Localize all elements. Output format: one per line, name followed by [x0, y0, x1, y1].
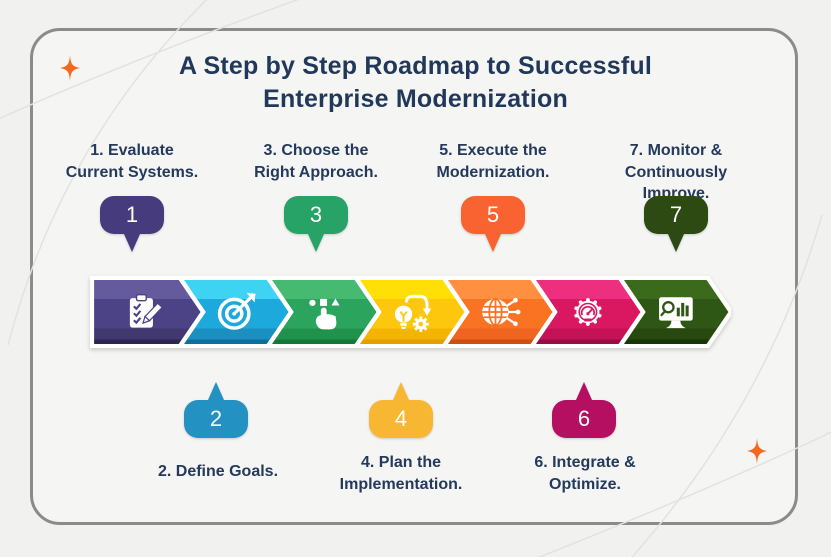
- globe-network-icon: [482, 297, 521, 327]
- step-number: 3: [309, 202, 323, 227]
- step-4-label: 4. Plan the Implementation.: [339, 454, 463, 493]
- step-number: 2: [209, 406, 223, 431]
- step-3-label: 3. Choose the Right Approach.: [254, 142, 378, 181]
- chevron-step-7: [615, 276, 731, 348]
- step-number: 4: [394, 406, 408, 431]
- clipboard-checklist-icon: [129, 293, 164, 328]
- page-title: A Step by Step Roadmap to Successful Ent…: [178, 52, 653, 113]
- monitor-analytics-icon: [659, 297, 693, 329]
- step-4-number-bubble: 4: [369, 380, 433, 438]
- bulb-gear-arrow-icon: [394, 294, 432, 332]
- sparkle-icon: [746, 438, 768, 464]
- step-3-number-bubble: 3: [284, 196, 348, 254]
- step-number: 7: [669, 202, 683, 227]
- step-7-number-bubble: 7: [644, 196, 708, 254]
- step-2-label: 2. Define Goals.: [157, 463, 279, 480]
- chevron-step-1: [90, 276, 206, 348]
- step-5-label: 5. Execute the Modernization.: [436, 142, 550, 181]
- step-6-label: 6. Integrate & Optimize.: [534, 454, 636, 493]
- step-number: 1: [125, 202, 139, 227]
- step-2-number-bubble: 2: [184, 380, 248, 438]
- sparkle-icon: [59, 55, 81, 81]
- step-5-number-bubble: 5: [461, 196, 525, 254]
- step-1-label: 1. Evaluate Current Systems.: [65, 142, 199, 181]
- target-dart-icon: [217, 292, 256, 330]
- step-number: 6: [577, 406, 591, 431]
- step-7-label: 7. Monitor & Continuously Improve.: [624, 142, 728, 203]
- step-6-number-bubble: 6: [552, 380, 616, 438]
- roadmap-arrow-band: [90, 276, 731, 348]
- hand-select-icon: [309, 298, 340, 330]
- chevron-step-6: [527, 276, 646, 348]
- chevron-step-2: [176, 276, 294, 348]
- step-1-number-bubble: 1: [100, 196, 164, 254]
- step-number: 5: [486, 202, 500, 227]
- gear-speedometer-icon: [574, 298, 602, 326]
